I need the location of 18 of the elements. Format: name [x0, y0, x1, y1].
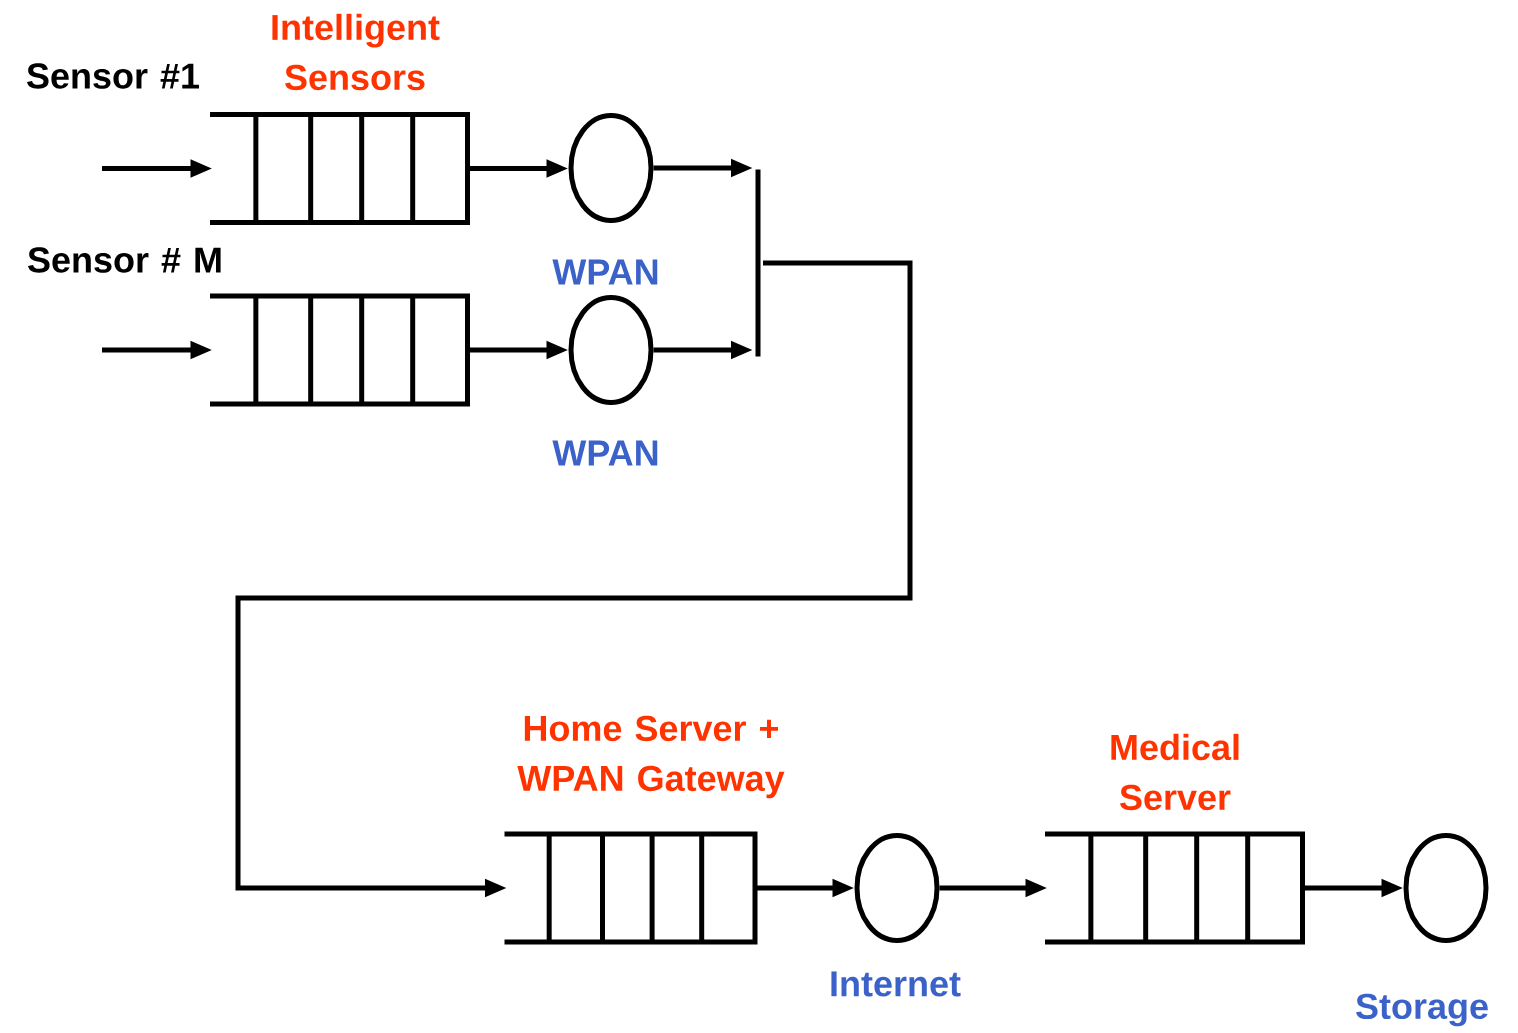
server-circle: [568, 113, 654, 223]
server-circle: [854, 833, 940, 943]
junction-bar: [755, 169, 761, 357]
queue-drawing: [1045, 831, 1305, 945]
label: WPAN: [552, 259, 658, 285]
label: Sensor # M: [28, 247, 221, 273]
queue-drawing: [210, 293, 470, 407]
label: WPAN: [552, 440, 658, 466]
label: Internet: [831, 971, 961, 997]
server-circle: [1403, 833, 1489, 943]
label: Storage: [1356, 993, 1488, 1027]
label: Medical Server: [1111, 733, 1239, 811]
queue-drawing: [504, 831, 758, 945]
label: Home Server + WPAN Gateway: [517, 715, 785, 799]
label: Intelligent Sensors: [272, 13, 440, 91]
server-circle: [568, 295, 654, 405]
queue-drawing: [210, 112, 470, 225]
label: Sensor #1: [27, 63, 199, 89]
